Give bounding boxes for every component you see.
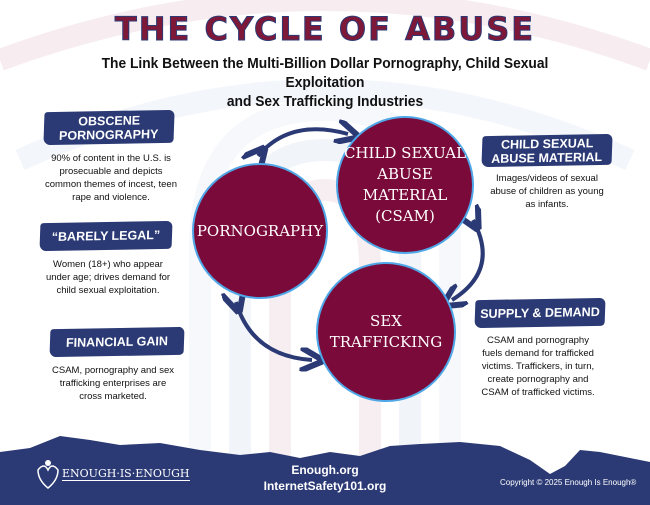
subtitle-line-2: and Sex Trafficking Industries bbox=[226, 93, 424, 110]
subtitle: The Link Between the Multi-Billion Dolla… bbox=[81, 54, 569, 111]
link-enough-org[interactable]: Enough.org bbox=[291, 463, 359, 477]
desc-barely-legal: Women (18+) who appear under age; drives… bbox=[45, 259, 171, 296]
copyright: Copyright © 2025 Enough Is Enough® bbox=[500, 478, 637, 487]
circle-label: CHILD SEXUAL bbox=[343, 144, 467, 162]
page-title: THE CYCLE OF ABUSE bbox=[114, 10, 536, 49]
desc-obscene-pornography: 90% of content in the U.S. is prosecuabl… bbox=[44, 153, 177, 203]
circle-label: SEX bbox=[370, 312, 402, 330]
arrow-trafficking-porn bbox=[236, 302, 312, 360]
circle-label: TRAFFICKING bbox=[329, 333, 443, 351]
circle-label: PORNOGRAPHY bbox=[196, 221, 324, 240]
link-internetsafety101[interactable]: InternetSafety101.org bbox=[263, 479, 387, 493]
circle-pornography: PORNOGRAPHY bbox=[192, 163, 328, 299]
desc-financial-gain: CSAM, pornography and sex trafficking en… bbox=[52, 365, 174, 402]
circle-sex-trafficking: SEX TRAFFICKING bbox=[316, 262, 456, 402]
desc-supply-demand: CSAM and pornography fuels demand for tr… bbox=[481, 335, 595, 398]
logo-text: ENOUGH·IS·ENOUGH bbox=[62, 467, 190, 481]
circle-label: (CSAM) bbox=[375, 207, 435, 225]
circle-label: ABUSE MATERIAL bbox=[362, 165, 448, 204]
subtitle-line-1: The Link Between the Multi-Billion Dolla… bbox=[101, 55, 549, 91]
arrow-csam-trafficking bbox=[452, 220, 485, 300]
arrow-porn-csam bbox=[258, 129, 348, 156]
desc-csam: Images/videos of sexual abuse of childre… bbox=[490, 173, 604, 210]
circle-csam: CHILD SEXUAL ABUSE MATERIAL (CSAM) bbox=[336, 116, 474, 254]
